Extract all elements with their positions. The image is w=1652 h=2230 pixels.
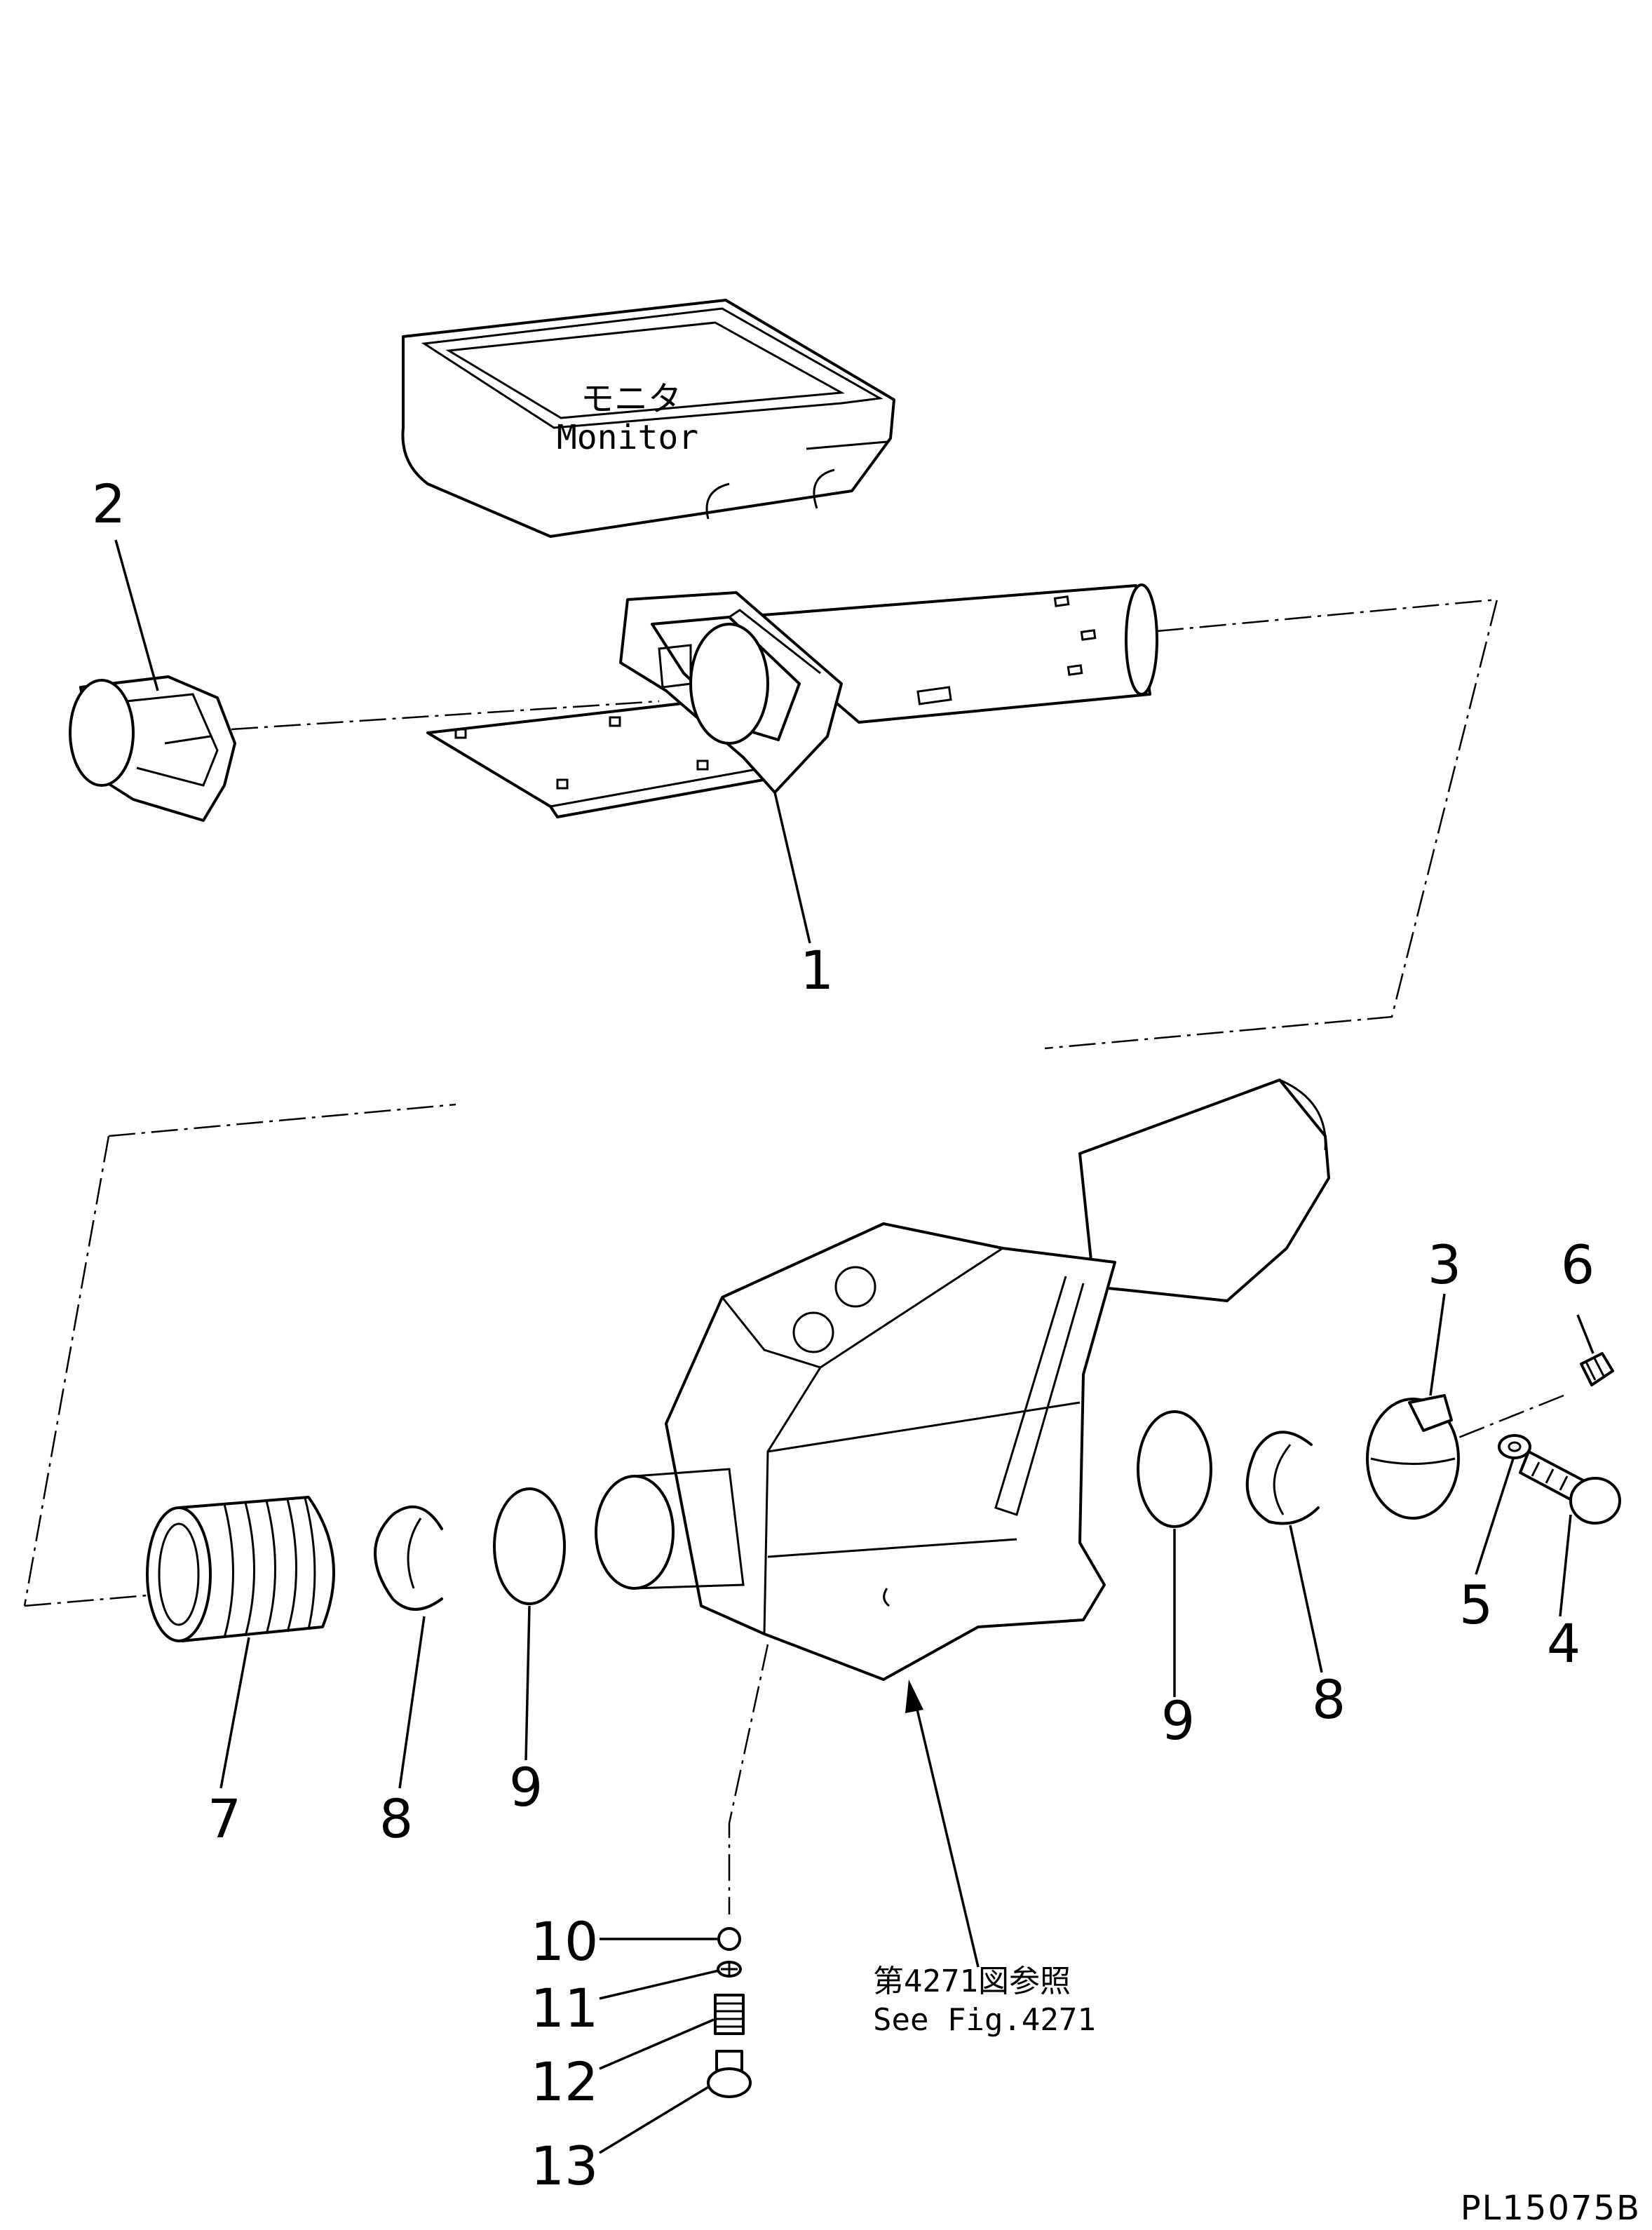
part-5-washer (1498, 1434, 1531, 1459)
callout-6: 6 (1561, 1234, 1595, 1296)
part-4-bolt (1519, 1450, 1621, 1525)
part-9-ring-left (493, 1487, 566, 1605)
monitor-label-jp: モニタ (581, 379, 682, 419)
reference-note-en: See Fig.4271 (873, 2002, 1096, 2038)
leader-lines (114, 539, 1595, 2154)
part-8-clamp-left (374, 1505, 443, 1611)
monitor-drawing: モニタ Monitor (401, 299, 895, 538)
part-10-ball (717, 1927, 741, 1951)
reference-note-jp: 第4271図参照 (873, 1964, 1071, 1999)
callout-3: 3 (1428, 1234, 1461, 1296)
callout-13: 13 (531, 2135, 599, 2197)
callout-numbers: 2 1 3 6 5 4 8 9 9 8 7 10 11 12 13 (92, 473, 1595, 2197)
figure-code: PL15075B (1461, 2189, 1641, 2228)
callout-4: 4 (1547, 1612, 1580, 1675)
callout-12: 12 (531, 2050, 599, 2113)
part-6-screw (1580, 1352, 1614, 1386)
part-7-hose (146, 1496, 335, 1642)
callout-1: 1 (800, 939, 834, 1001)
callout-8-right: 8 (1312, 1668, 1346, 1731)
part-13-plug (707, 2050, 752, 2098)
part-2-cover (69, 675, 236, 822)
part-8-clamp-right (1245, 1431, 1320, 1525)
reference-arrowhead (905, 1680, 923, 1713)
part-9-ring-right (1137, 1410, 1212, 1528)
part-12-spring (714, 1994, 745, 2035)
callout-11: 11 (531, 1977, 599, 2039)
monitor-label-en: Monitor (557, 418, 698, 457)
callout-9-left: 9 (509, 1756, 543, 1818)
part-1-bracket (426, 583, 1158, 818)
callout-7: 7 (208, 1788, 241, 1850)
callout-10: 10 (531, 1910, 599, 1973)
phantom-outline (23, 598, 1564, 1914)
callout-9-right: 9 (1161, 1689, 1195, 1752)
part-11-seat (717, 1961, 742, 1978)
callout-5: 5 (1459, 1574, 1493, 1636)
main-housing (595, 1079, 1330, 1681)
callout-2: 2 (92, 473, 126, 535)
part-3-band-clamp (1366, 1394, 1460, 1520)
callout-8-left: 8 (379, 1788, 413, 1850)
